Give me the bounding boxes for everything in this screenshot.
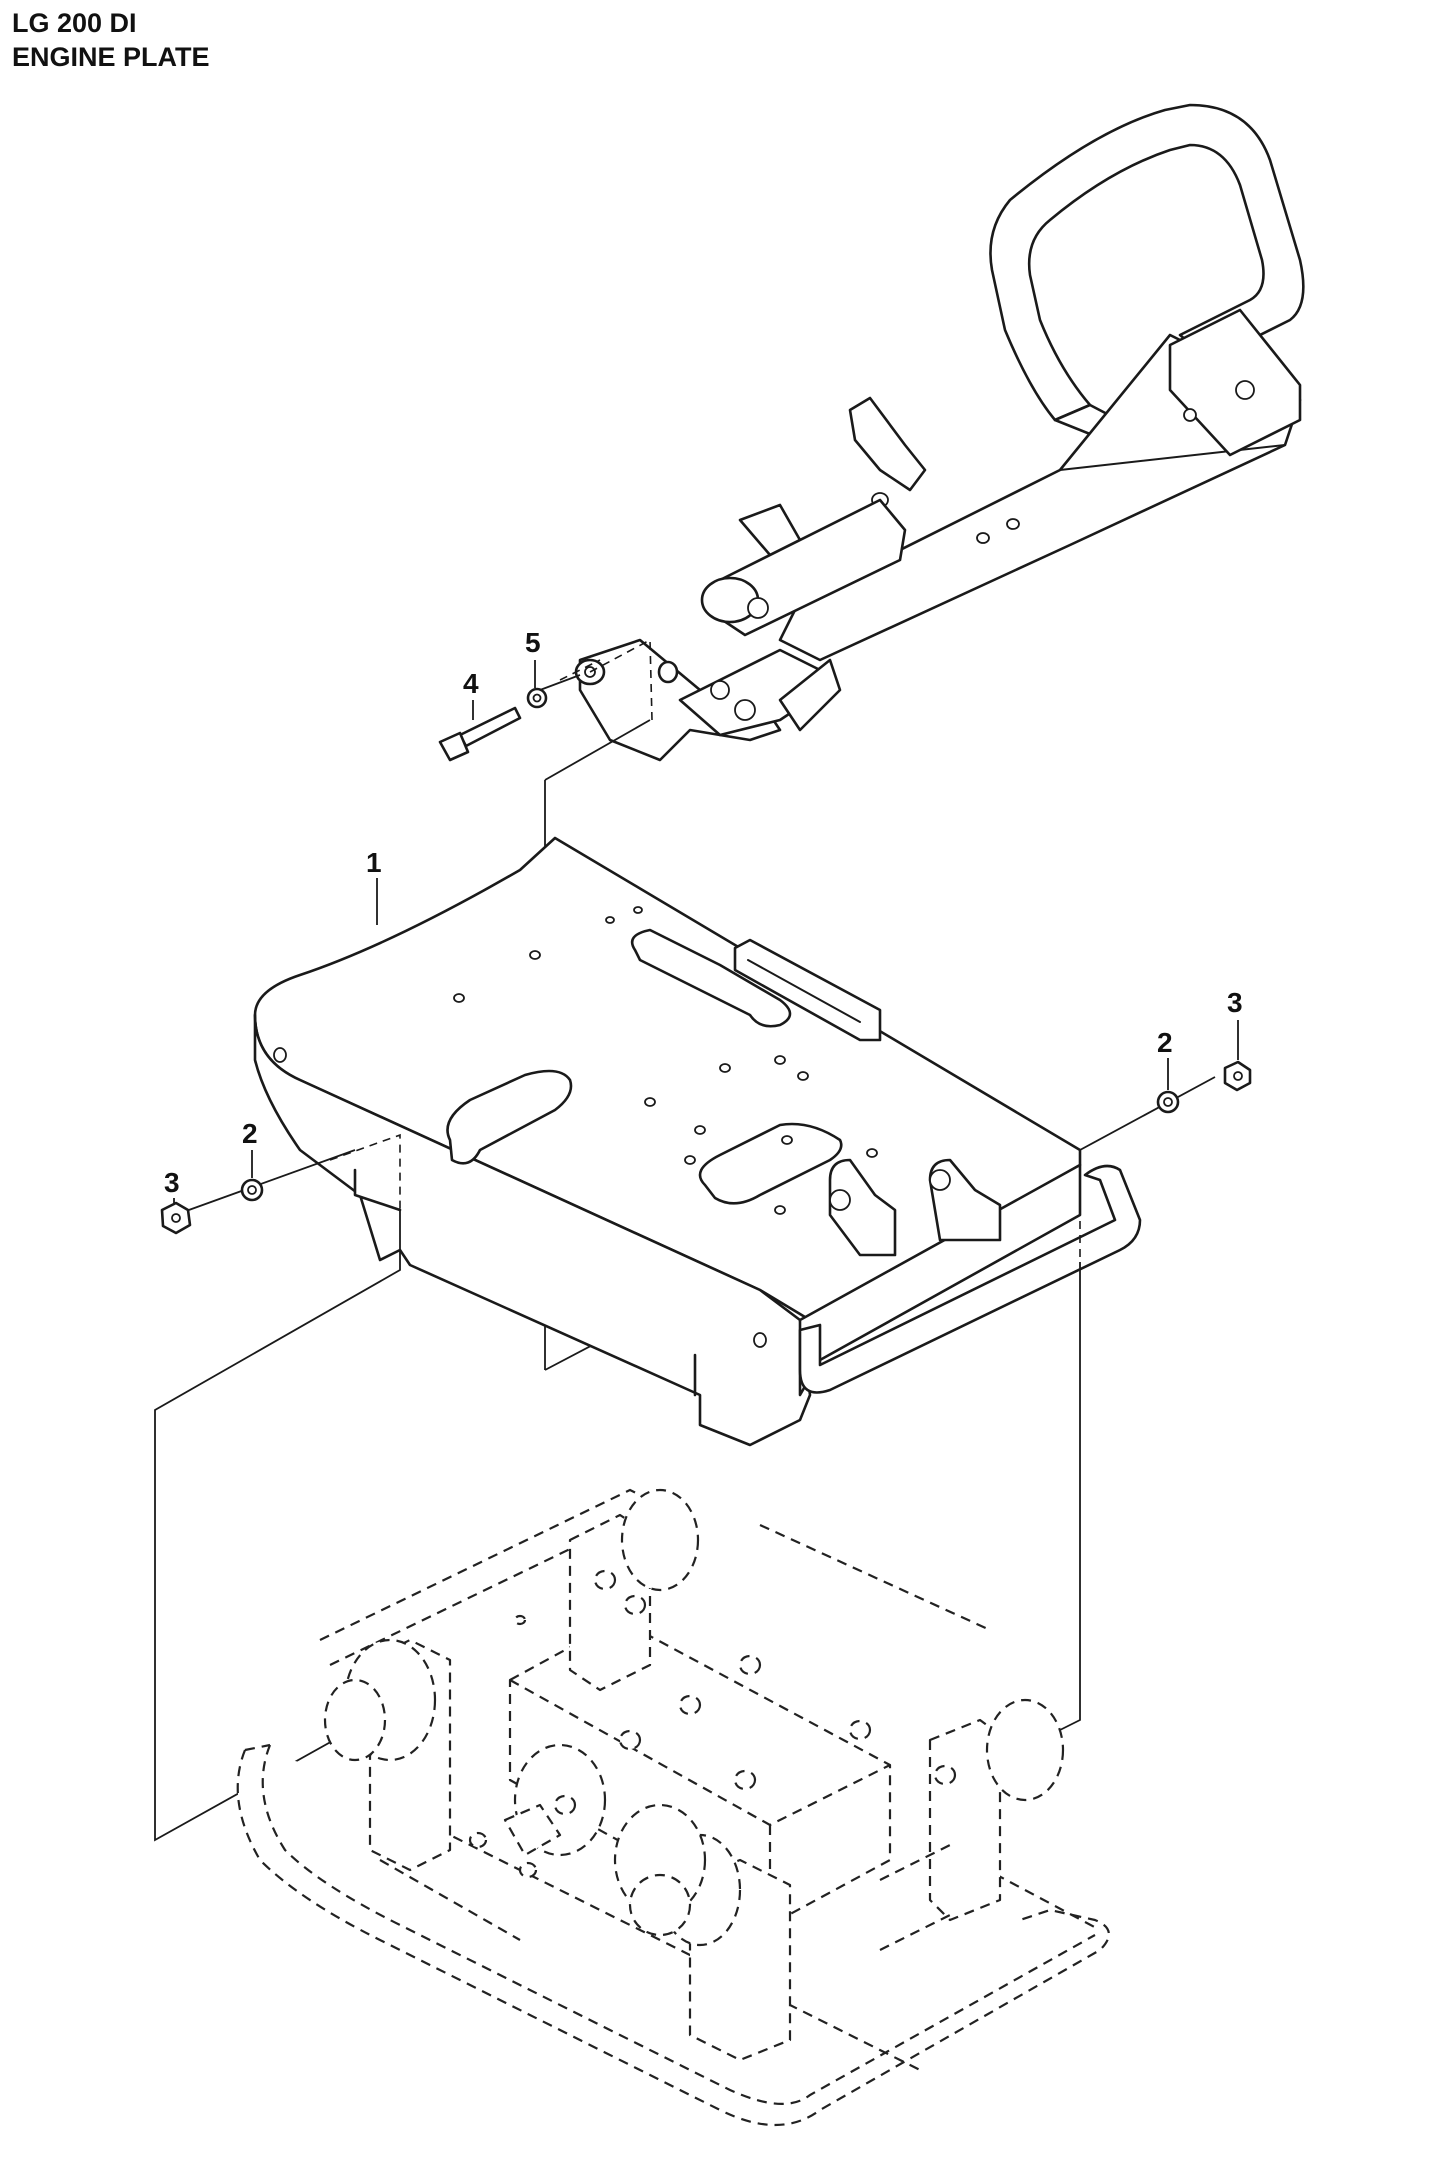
right-fasteners [1079,1060,1252,1151]
left-fasteners [160,1133,401,1235]
bolt-and-washer [438,674,581,762]
vibrating-base-ghost [236,1488,1110,2126]
page-header: LG 200 DI ENGINE PLATE [12,6,210,74]
section-title: ENGINE PLATE [12,42,210,72]
callout-4: 4 [463,668,479,699]
callout-2-left: 2 [242,1118,258,1149]
callout-5: 5 [525,627,541,658]
handle-assembly [559,103,1305,762]
callout-1: 1 [366,847,382,878]
callout-2-right: 2 [1157,1027,1173,1058]
engine-plate [253,836,1142,1447]
model-title: LG 200 DI [12,8,137,38]
callout-3-right: 3 [1227,987,1243,1018]
callout-3-left: 3 [164,1167,180,1198]
